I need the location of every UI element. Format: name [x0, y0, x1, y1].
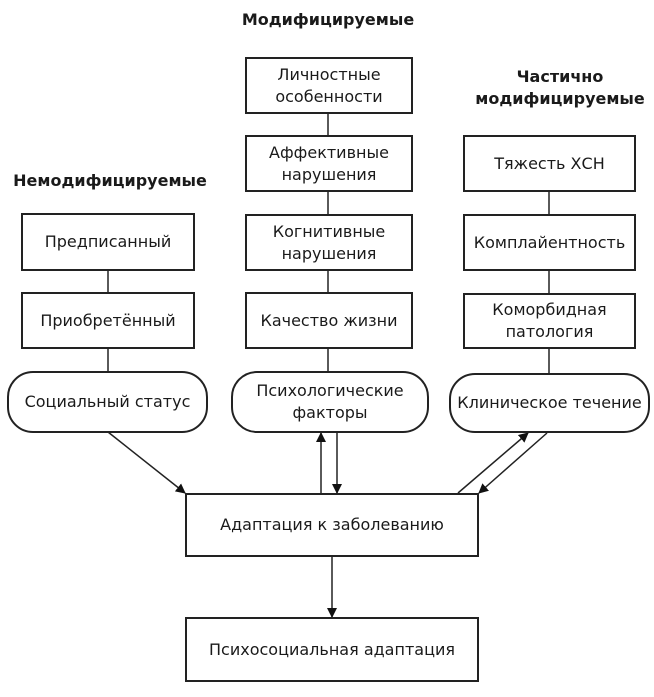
- arrow-clinical-to-adaptation: [478, 432, 548, 494]
- group-clinical-course: Клиническое течение: [449, 373, 650, 433]
- box-affective: Аффективные нарушения: [245, 135, 413, 192]
- box-acquired: Приобретённый: [21, 292, 195, 349]
- box-psychosocial-adaptation: Психосоциальная адаптация: [185, 617, 479, 682]
- header-partially-modifiable: Частично модифицируемые: [475, 67, 645, 108]
- box-personality: Личностные особенности: [245, 57, 413, 114]
- box-adaptation: Адаптация к заболеванию: [185, 493, 479, 557]
- group-social-status: Социальный статус: [7, 371, 208, 433]
- box-comorbidity: Коморбидная патология: [463, 293, 636, 349]
- group-psychological: Психологические факторы: [231, 371, 429, 433]
- arrow-social-to-adaptation: [107, 431, 186, 494]
- box-chf-severity: Тяжесть ХСН: [463, 135, 636, 192]
- header-modifiable: Модифицируемые: [241, 10, 415, 29]
- box-compliance: Комплайентность: [463, 214, 636, 271]
- box-cognitive: Когнитивные нарушения: [245, 214, 413, 271]
- box-quality-of-life: Качество жизни: [245, 292, 413, 349]
- arrow-adaptation-to-clinical: [457, 432, 529, 494]
- header-non-modifiable: Немодифицируемые: [13, 171, 207, 190]
- box-prescribed: Предписанный: [21, 213, 195, 271]
